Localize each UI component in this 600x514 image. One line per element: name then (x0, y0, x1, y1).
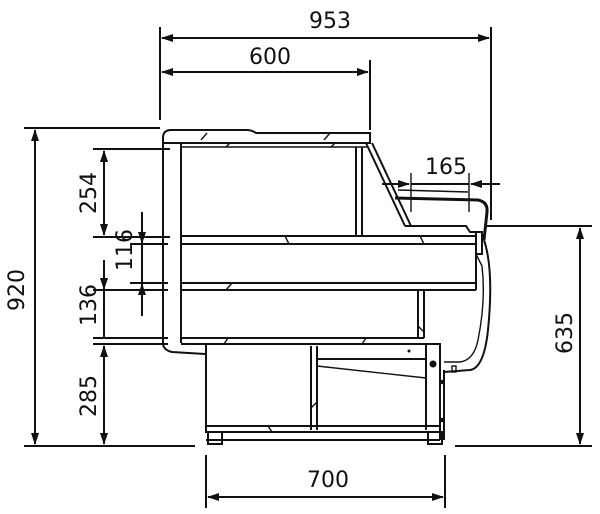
counter-body (162, 129, 492, 445)
dimension-953: 953 (159, 9, 492, 220)
dimension-label-116: 116 (113, 229, 138, 271)
dimension-label-700: 700 (307, 468, 349, 493)
dimension-285: 285 (77, 343, 168, 445)
dimension-label-285: 285 (77, 375, 102, 417)
dimension-label-165: 165 (425, 155, 467, 180)
dimension-label-920: 920 (5, 269, 30, 311)
dimension-600: 600 (161, 45, 371, 130)
dimension-136: 136 (77, 260, 168, 339)
dimension-165: 165 (382, 155, 500, 212)
dimension-label-953: 953 (309, 9, 351, 34)
dimension-700: 700 (205, 455, 446, 508)
dimension-label-600: 600 (249, 45, 291, 70)
dimension-label-254: 254 (77, 172, 102, 214)
dimension-116: 116 (113, 212, 168, 316)
dimension-920: 920 (5, 127, 195, 447)
dimension-label-635: 635 (553, 312, 578, 354)
dimension-635: 635 (455, 225, 592, 447)
dimension-label-136: 136 (77, 284, 102, 326)
dimension-254: 254 (77, 148, 170, 238)
